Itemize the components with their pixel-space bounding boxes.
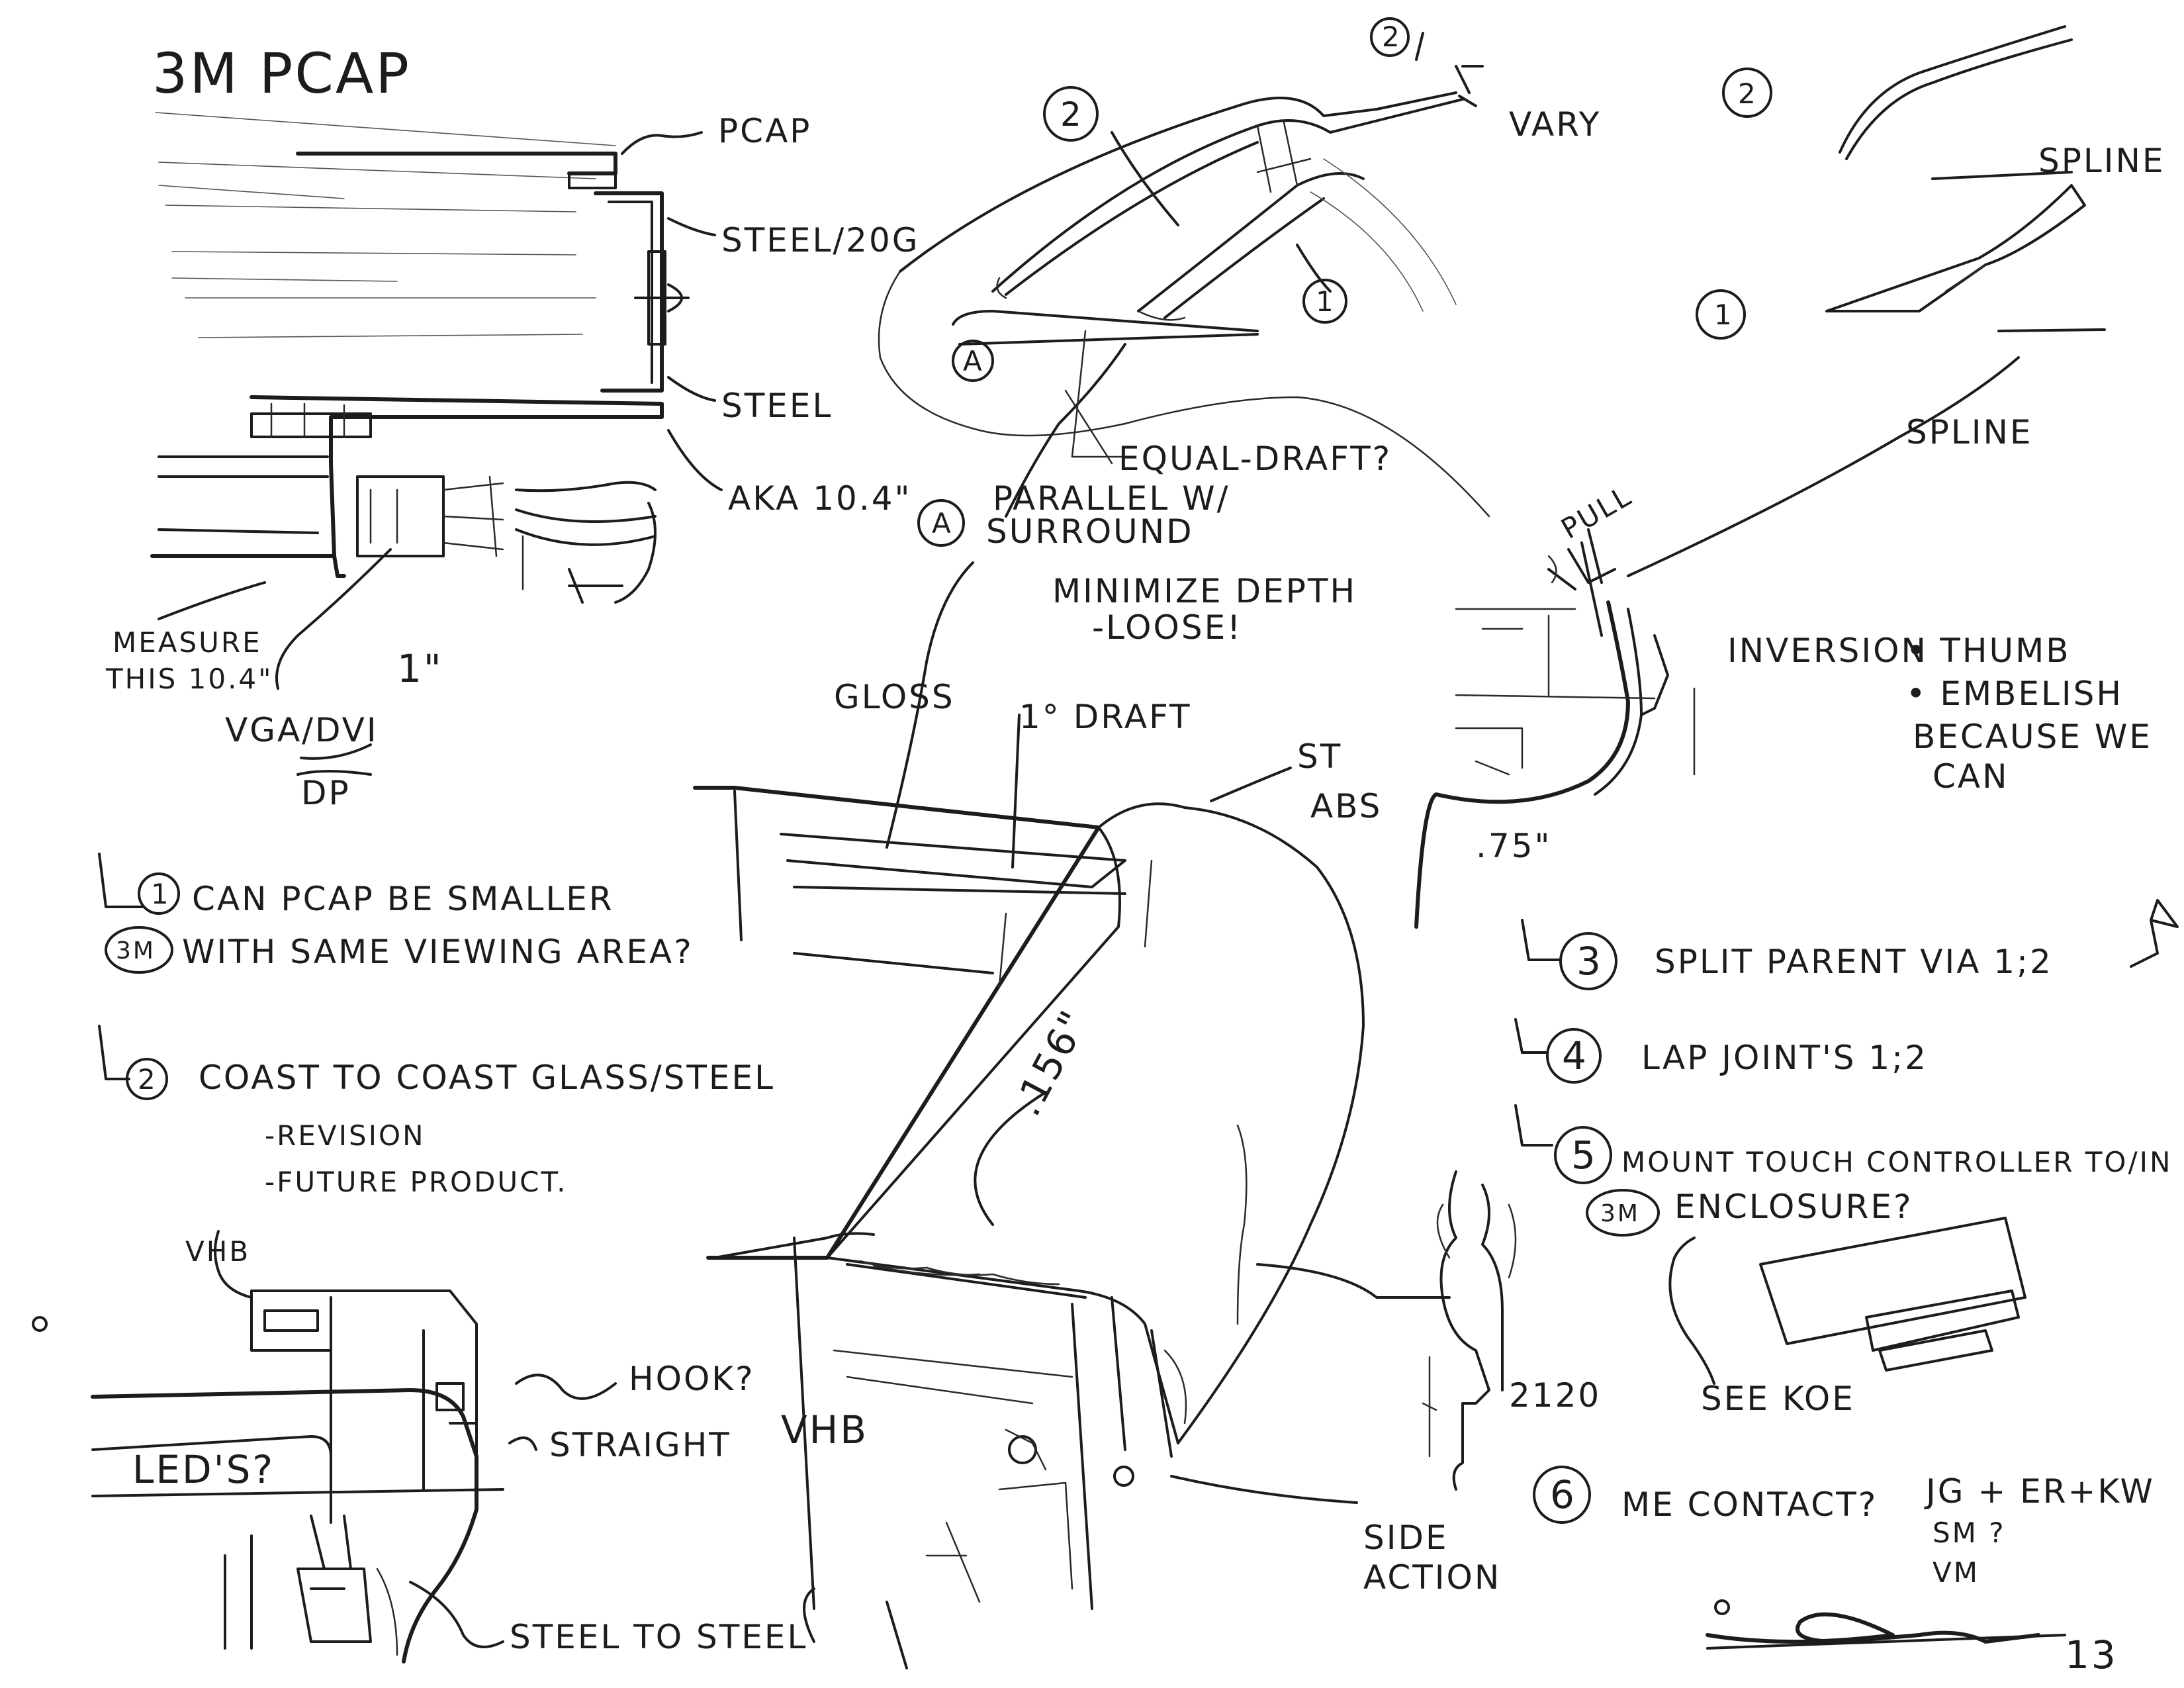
- callout-pcap: PCAP: [718, 112, 811, 150]
- callout-measure: MEASURE: [113, 626, 262, 659]
- note-5-line-1: MOUNT TOUCH CONTROLLER TO/IN: [1621, 1146, 2172, 1178]
- note-1-badge: 3M: [116, 937, 156, 964]
- circle-2-marker: [1043, 86, 1099, 142]
- callout-gloss: GLOSS: [834, 678, 955, 716]
- note-2-line-3: -FUTURE PRODUCT.: [265, 1166, 568, 1198]
- note-surround: SURROUND: [986, 512, 1194, 551]
- callout-abs: ABS: [1310, 787, 1382, 825]
- callout-vhb-small: VHB: [185, 1235, 250, 1268]
- clip-profile-sketch: [1422, 1170, 1517, 1491]
- pcap-section-view: [150, 112, 723, 776]
- circle-1-label: 1: [1316, 285, 1336, 318]
- inversion-profile-sketch: [1414, 528, 1696, 929]
- callout-see-koe: SEE KOE: [1701, 1380, 1855, 1418]
- circle-2-spline-label: 2: [1738, 77, 1758, 110]
- callout-straight: STRAIGHT: [549, 1426, 731, 1464]
- note-6-line-1: ME CONTACT?: [1621, 1485, 1878, 1524]
- callout-spline-bottom: SPLINE: [1906, 413, 2033, 451]
- note-5-line-2: ENCLOSURE?: [1674, 1188, 1913, 1226]
- note-6-line-2: JG + ER+KW: [1924, 1472, 2155, 1511]
- callout-side: SIDE: [1363, 1519, 1449, 1557]
- dimension-075: .75": [1476, 827, 1552, 865]
- callout-spline-top: SPLINE: [2038, 142, 2165, 180]
- note-6-number: 6: [1550, 1472, 1576, 1517]
- callout-steel-20g: STEEL/20G: [721, 221, 920, 259]
- note-2-line-1: COAST TO COAST GLASS/STEEL: [199, 1058, 775, 1097]
- note-3-line: SPLIT PARENT VIA 1;2: [1655, 943, 2053, 981]
- callout-vga-dvi: VGA/DVI: [225, 711, 379, 749]
- note-1-line-2: WITH SAME VIEWING AREA?: [182, 933, 694, 971]
- circle-1-marker: [1302, 279, 1347, 324]
- note-2-number: 2: [138, 1063, 158, 1096]
- callout-measure-size: THIS 10.4": [105, 663, 273, 695]
- callout-minimize-depth: MINIMIZE DEPTH: [1052, 572, 1357, 610]
- note-2: 2 COAST TO COAST GLASS/STEEL -REVISION -…: [98, 1025, 775, 1198]
- callout-vary: VARY: [1509, 105, 1601, 144]
- note-1-number: 1: [151, 878, 171, 910]
- circle-2-label: 2: [1060, 95, 1083, 134]
- callout-pull: PULL: [1556, 479, 1638, 545]
- vhb-section-view: [32, 1230, 617, 1664]
- callout-dp: DP: [301, 774, 351, 812]
- bezel-profile-sketch: [878, 32, 1490, 518]
- dimension-0156: .156": [1004, 1002, 1097, 1123]
- note-6-line-3: SM ?: [1933, 1517, 2006, 1549]
- signature-mark: [1706, 1599, 2066, 1650]
- callout-1-degree-draft: 1° DRAFT: [1019, 698, 1192, 736]
- note-4: 4 LAP JOINT'S 1;2: [1514, 1018, 1928, 1084]
- note-6-line-4: VM: [1933, 1556, 1979, 1589]
- spline-surface-sketch: [1627, 25, 2106, 577]
- note-4-number: 4: [1562, 1033, 1588, 1078]
- note-2-line-2: -REVISION: [265, 1119, 426, 1152]
- callout-st: ST: [1297, 737, 1342, 776]
- callout-loose: -LOOSE!: [1092, 608, 1242, 647]
- callout-can: CAN: [1933, 757, 2009, 796]
- note-parallel: PARALLEL W/: [993, 479, 1230, 518]
- sheet-number: 13: [2065, 1632, 2118, 1677]
- circle-a-note-marker: [917, 499, 965, 547]
- circle-2-small-marker: [1370, 17, 1410, 57]
- circle-2-small-label: 2: [1382, 21, 1402, 53]
- note-1: 1 3M CAN PCAP BE SMALLER WITH SAME VIEWI…: [98, 853, 694, 974]
- callout-embelish: • EMBELISH: [1906, 675, 2123, 713]
- note-3: 3 SPLIT PARENT VIA 1;2: [1521, 899, 2179, 990]
- callout-one-inch: 1": [397, 646, 443, 691]
- note-5: 5 3M MOUNT TOUCH CONTROLLER TO/IN ENCLOS…: [1514, 1104, 2172, 1237]
- note-4-line: LAP JOINT'S 1;2: [1641, 1039, 1928, 1077]
- callout-hook: HOOK?: [629, 1360, 755, 1398]
- callout-inversion: INVERSION: [1727, 632, 1928, 670]
- callout-vhb-center: VHB: [781, 1407, 868, 1452]
- note-5-badge: 3M: [1600, 1200, 1640, 1227]
- circle-a-note-label: A: [932, 507, 953, 539]
- callout-2120: 2120: [1509, 1376, 1601, 1415]
- sheet-title: 3M PCAP: [152, 41, 411, 106]
- circle-1-spline-label: 1: [1714, 299, 1734, 331]
- callout-steel: STEEL: [721, 387, 833, 425]
- callout-thumb: • THUMB: [1906, 632, 2071, 670]
- enclosure-iso-view: [693, 561, 1451, 1669]
- callout-leds: LED'S?: [132, 1447, 275, 1492]
- circle-a-label: A: [963, 345, 984, 377]
- note-6: 6 ME CONTACT? JG + ER+KW SM ? VM: [1533, 1466, 2155, 1589]
- callout-because-we: BECAUSE WE: [1913, 718, 2152, 756]
- touch-controller-sketch: [1668, 1217, 2026, 1385]
- note-5-number: 5: [1571, 1133, 1598, 1178]
- callout-aka-size: AKA 10.4": [728, 479, 912, 518]
- note-equal-draft: EQUAL-DRAFT?: [1118, 440, 1392, 478]
- callout-steel-to-steel: STEEL TO STEEL: [510, 1618, 807, 1656]
- note-3-number: 3: [1576, 939, 1603, 984]
- callout-action: ACTION: [1363, 1558, 1501, 1597]
- note-1-line-1: CAN PCAP BE SMALLER: [192, 880, 614, 918]
